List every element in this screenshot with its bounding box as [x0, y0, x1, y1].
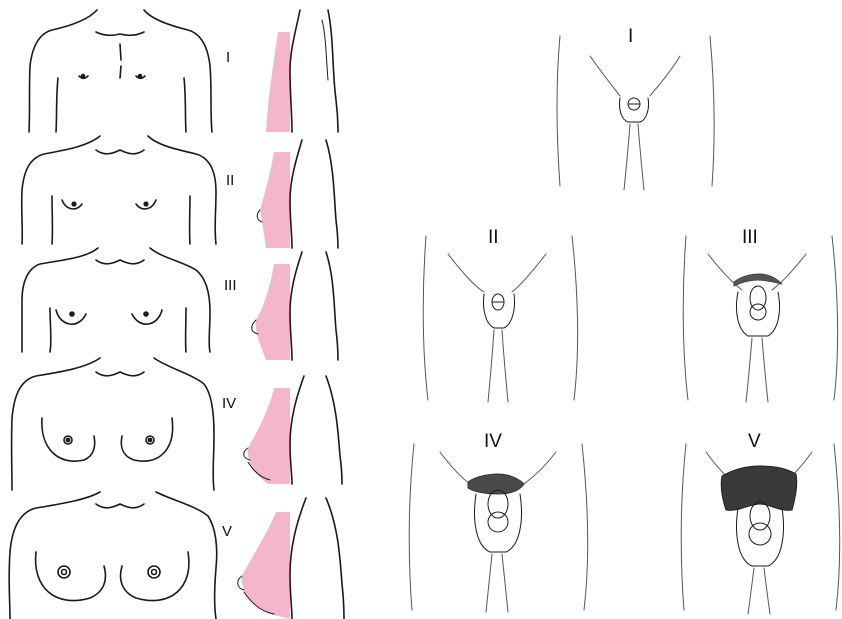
stage-label: III — [742, 227, 758, 248]
stage-label: V — [222, 523, 232, 540]
torso-front-drawing — [22, 248, 210, 352]
profile-drawing — [257, 140, 338, 248]
torso-front-drawing — [12, 358, 214, 490]
breast-stage-3: III — [22, 248, 338, 360]
stage-label: IV — [484, 431, 502, 452]
genital-stage-4: IV — [409, 431, 587, 612]
lower-body-drawing — [681, 444, 839, 614]
genital-stages-grid: I II — [409, 26, 839, 614]
breast-stage-5: V — [9, 492, 344, 619]
breast-stages-column: I II — [9, 10, 344, 619]
profile-drawing — [252, 252, 338, 360]
breast-stage-1: I — [29, 10, 338, 132]
profile-drawing — [266, 10, 338, 132]
lower-body-drawing — [423, 236, 577, 402]
stage-label: I — [226, 49, 230, 66]
pubic-hair — [468, 474, 524, 494]
pubic-hair — [734, 274, 782, 286]
pubic-hair — [721, 466, 797, 510]
genital-stage-1: I — [557, 26, 714, 190]
torso-front-drawing — [9, 492, 217, 619]
torso-front-drawing — [29, 10, 212, 132]
stage-label: II — [226, 172, 234, 189]
stage-label: V — [748, 431, 761, 452]
profile-drawing — [244, 376, 342, 484]
genital-stage-2: II — [423, 227, 577, 402]
breast-stage-2: II — [22, 136, 338, 248]
genital-stage-3: III — [683, 227, 837, 402]
lower-body-drawing — [683, 236, 837, 402]
genital-stage-5: V — [681, 431, 839, 614]
stage-label: II — [488, 227, 499, 248]
profile-drawing — [238, 498, 344, 619]
stage-label: III — [224, 277, 237, 294]
torso-front-drawing — [22, 136, 216, 244]
lower-body-drawing — [557, 36, 714, 190]
lower-body-drawing — [409, 444, 587, 612]
stage-label: IV — [222, 395, 236, 412]
stage-label: I — [628, 26, 633, 47]
breast-stage-4: IV — [12, 358, 342, 490]
